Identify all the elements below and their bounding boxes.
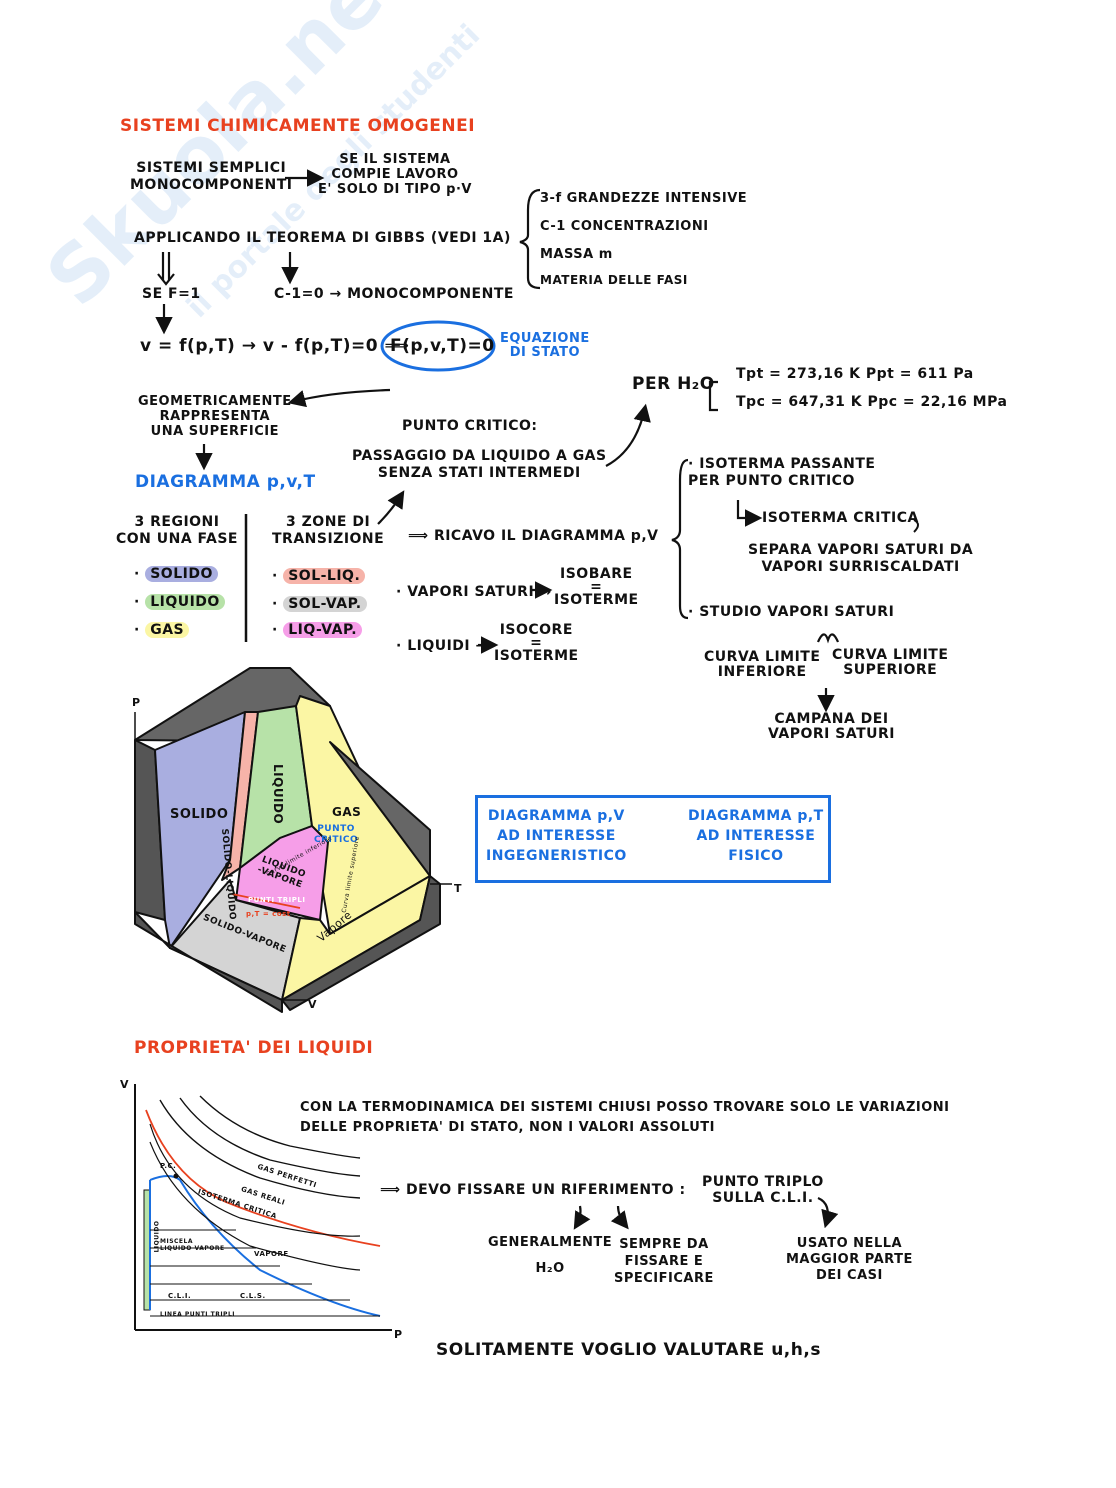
ricavo-label: ⟹ RICAVO IL DIAGRAMMA p,V bbox=[408, 528, 659, 544]
axis-t-3d: T bbox=[454, 882, 463, 895]
pv-axis-v: V bbox=[120, 1078, 130, 1091]
regioni-label: 3 REGIONI CON UNA FASE bbox=[116, 514, 238, 547]
arrow-per-h2o bbox=[605, 403, 651, 467]
pv-cls: C.L.S. bbox=[240, 1292, 266, 1300]
isoterma-passante-label: · ISOTERMA PASSANTE PER PUNTO CRITICO bbox=[688, 456, 876, 489]
c1-label: C-1=0 → MONOCOMPONENTE bbox=[274, 286, 514, 302]
arrow-geometricamente bbox=[287, 388, 391, 408]
trans-liq-vap: · LIQ-VAP. bbox=[272, 622, 363, 639]
axis-v-3d: V bbox=[308, 998, 318, 1011]
equation-boxed: F(p,v,T)=0 bbox=[390, 336, 495, 356]
se-f-label: SE F=1 bbox=[142, 286, 201, 302]
con-la-termodinamica: CON LA TERMODINAMICA DEI SISTEMI CHIUSI … bbox=[300, 1100, 950, 1135]
sol-liq-face bbox=[221, 711, 259, 881]
solitamente-label: SOLITAMENTE VOGLIO VALUTARE u,h,s bbox=[436, 1340, 821, 1360]
isocore-label: ISOCORE = ISOTERME bbox=[494, 622, 579, 664]
geometricamente-label: GEOMETRICAMENTE RAPPRESENTA UNA SUPERFIC… bbox=[138, 394, 292, 439]
box-left-text: DIAGRAMMA p,V AD INTERESSE INGEGNERISTIC… bbox=[486, 808, 627, 864]
fase-gas: · GAS bbox=[134, 622, 190, 639]
region-gas: GAS bbox=[332, 805, 362, 819]
bottom-face bbox=[134, 911, 283, 1013]
arrow-usato bbox=[817, 1196, 839, 1229]
region-solido: SOLIDO bbox=[170, 807, 229, 822]
trans-sol-vap: · SOL-VAP. bbox=[272, 596, 367, 613]
isoterma-critica-label: ISOTERMA CRITICA bbox=[762, 510, 919, 526]
devo-fissare: ⟹ DEVO FISSARE UN RIFERIMENTO : bbox=[380, 1182, 686, 1198]
pv-axis-p: P bbox=[394, 1328, 403, 1341]
section-title-liquidi: PROPRIETA' DEI LIQUIDI bbox=[134, 1038, 374, 1058]
arrow-isoterma-critica bbox=[736, 500, 763, 527]
region-pt-cost: p,T = cost bbox=[246, 910, 291, 918]
punto-triplo-label: PUNTO TRIPLO SULLA C.L.I. bbox=[702, 1174, 824, 1206]
fase-solido: · SOLIDO bbox=[134, 566, 218, 583]
passaggio-label: PASSAGGIO DA LIQUIDO A GAS SENZA STATI I… bbox=[352, 448, 607, 481]
arrow-zone bbox=[377, 490, 405, 525]
equation-line: v = f(p,T) → v - f(p,T)=0 ⟹ bbox=[140, 336, 410, 356]
pv-pc: P.C. bbox=[160, 1162, 177, 1170]
liquidi-label: · LIQUIDI → bbox=[396, 638, 488, 654]
pv-miscela: MISCELA LIQUIDO-VAPORE bbox=[160, 1238, 225, 1252]
arrow-generalmente bbox=[573, 1205, 591, 1230]
tpt-values: Tpt = 273,16 K Ppt = 611 Pa bbox=[736, 366, 974, 382]
interesse-box bbox=[475, 795, 831, 883]
brace-gibbs bbox=[519, 188, 541, 290]
arrow-sempre bbox=[610, 1205, 629, 1230]
equation-oval bbox=[380, 320, 496, 372]
trans-sol-liq: · SOL-LIQ. bbox=[272, 568, 366, 585]
diagramma-pvt-label: DIAGRAMMA p,v,T bbox=[135, 472, 316, 492]
tpc-values: Tpc = 647,31 K Ppc = 22,16 MPa bbox=[736, 394, 1008, 410]
punto-critico-label: PUNTO CRITICO: bbox=[402, 418, 538, 434]
equazione-stato-label: EQUAZIONE DI STATO bbox=[500, 331, 590, 360]
brace-h2o bbox=[708, 380, 718, 412]
axis-p-3d: P bbox=[132, 696, 141, 709]
separa-label: SEPARA VAPORI SATURI DA VAPORI SURRISCAL… bbox=[748, 542, 974, 575]
fase-liquido: · LIQUIDO bbox=[134, 594, 225, 611]
sistemi-semplici-label: SISTEMI SEMPLICI MONOCOMPONENTI bbox=[130, 160, 293, 193]
vapori-saturi-label: · VAPORI SATURI → bbox=[396, 584, 552, 600]
fork-studio bbox=[816, 633, 840, 644]
generalmente-label: GENERALMENTE H₂O bbox=[488, 1235, 613, 1276]
brace-isoterma bbox=[671, 458, 689, 620]
brace-item-2: C-1 CONCENTRAZIONI bbox=[540, 219, 709, 234]
brace-item-4: MATERIA DELLE FASI bbox=[540, 273, 688, 287]
pv-linea: LINEA PUNTI TRIPLI bbox=[160, 1311, 236, 1318]
usato-label: USATO NELLA MAGGIOR PARTE DEI CASI bbox=[786, 1236, 913, 1283]
brace-item-3: MASSA m bbox=[540, 247, 613, 262]
curva-inf-label: CURVA LIMITE INFERIORE bbox=[704, 649, 821, 680]
sempre-label: SEMPRE DA FISSARE E SPECIFICARE bbox=[614, 1237, 714, 1286]
zone-label: 3 ZONE DI TRANSIZIONE bbox=[272, 514, 385, 547]
per-h2o-label: PER H₂O bbox=[632, 374, 715, 394]
pv-cli: C.L.I. bbox=[168, 1292, 192, 1300]
box-right-text: DIAGRAMMA p,T AD INTERESSE FISICO bbox=[688, 808, 824, 864]
section-title-omogenei: SISTEMI CHIMICAMENTE OMOGENEI bbox=[120, 116, 476, 136]
isobare-label: ISOBARE = ISOTERME bbox=[554, 566, 639, 608]
curva-sup-label: CURVA LIMITE SUPERIORE bbox=[832, 647, 949, 678]
region-punto-critico: PUNTO CRITICO bbox=[314, 824, 359, 845]
pv-vapore: VAPORE bbox=[254, 1250, 289, 1258]
brace-item-1: 3-f GRANDEZZE INTENSIVE bbox=[540, 191, 748, 206]
gibbs-label: APPLICANDO IL TEOREMA DI GIBBS (VEDI 1A) bbox=[134, 230, 511, 246]
campana-label: CAMPANA DEI VAPORI SATURI bbox=[768, 711, 895, 742]
solid-face bbox=[154, 711, 246, 949]
region-punti-tripli: PUNTI TRIPLI bbox=[248, 896, 306, 904]
se-sistema-label: SE IL SISTEMA COMPIE LAVORO E' SOLO DI T… bbox=[318, 152, 472, 197]
studio-label: · STUDIO VAPORI SATURI bbox=[688, 604, 895, 620]
